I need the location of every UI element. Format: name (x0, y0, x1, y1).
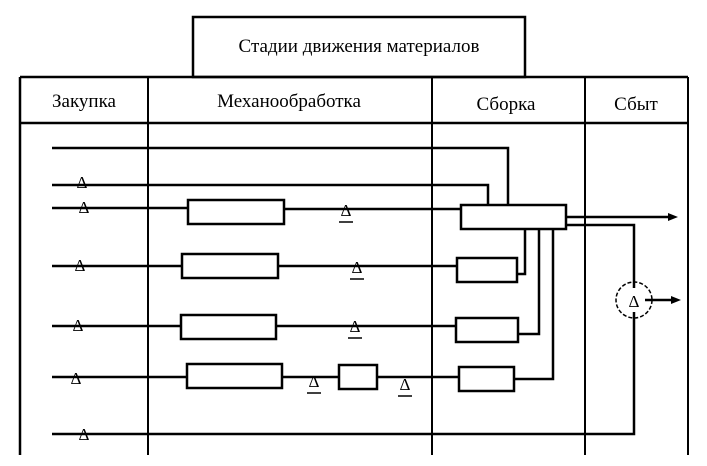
stock-marker-icon: Δ (629, 292, 640, 311)
stock-marker-icon: Δ (309, 372, 320, 391)
arrowhead-sales (671, 296, 681, 304)
stock-markers: Δ Δ Δ Δ Δ Δ Δ Δ Δ Δ Δ Δ (71, 173, 640, 444)
flow-line-bottom (52, 312, 636, 436)
assembly-boxes (454, 203, 568, 393)
assembly-sub-box-2 (454, 316, 520, 344)
output-line-to-sales (566, 223, 636, 288)
assembly-main-box (459, 203, 568, 231)
arrowhead-top (668, 213, 678, 221)
stock-marker-icon: Δ (350, 317, 361, 336)
diagram-title: Стадии движения материалов (239, 36, 480, 57)
stock-marker-icon: Δ (71, 369, 82, 388)
flow-line-2 (52, 183, 490, 205)
assembly-sub-box-3 (457, 365, 516, 393)
return-line-1 (517, 229, 527, 276)
stock-marker-icon: Δ (79, 198, 90, 217)
machining-op-row3 (179, 313, 278, 341)
stock-marker-icon: Δ (400, 375, 411, 394)
flow-lines (52, 146, 673, 436)
assembly-sub-box-1 (455, 256, 519, 284)
stock-marker-icon: Δ (341, 201, 352, 220)
stage-header-sales: Сбыт (614, 94, 658, 115)
stage-header-machining: Механообработка (217, 91, 361, 112)
stock-marker-icon: Δ (75, 256, 86, 275)
machining-boxes (179, 198, 379, 391)
stage-header-purchase: Закупка (52, 91, 117, 112)
stock-marker-icon: Δ (79, 425, 90, 444)
return-line-2 (518, 229, 541, 336)
machining-op-row4-second (337, 363, 379, 391)
machining-op-row2 (180, 252, 280, 280)
stage-header-assembly: Сборка (477, 94, 537, 115)
stock-marker-icon: Δ (73, 316, 84, 335)
return-line-3 (514, 229, 555, 381)
machining-op-row1 (186, 198, 286, 226)
flow-line-1 (52, 146, 510, 205)
sales-stock-circle (615, 281, 653, 319)
stock-marker-icon: Δ (352, 258, 363, 277)
stock-marker-icon: Δ (77, 173, 88, 192)
machining-op-row4 (185, 362, 284, 390)
